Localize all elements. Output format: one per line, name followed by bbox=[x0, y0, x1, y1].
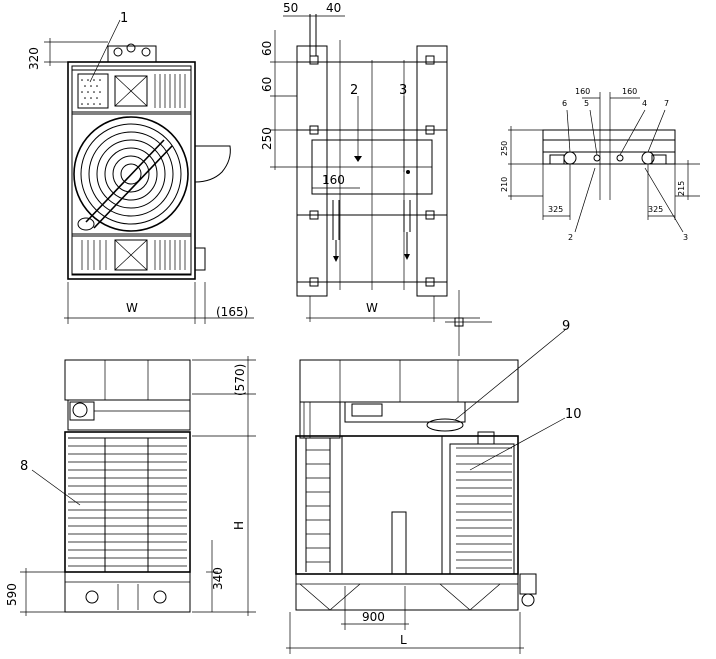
callout-10: 10 bbox=[565, 407, 582, 422]
detail-callout-3: 3 bbox=[683, 233, 688, 242]
front-dim-340: 340 bbox=[211, 567, 225, 590]
detail-callout-2: 2 bbox=[568, 233, 573, 242]
side-dim-900: 900 bbox=[362, 610, 385, 624]
plan-dim-50: 50 bbox=[283, 1, 298, 15]
dotted-fill-top bbox=[81, 79, 101, 105]
detail-dim-325a: 325 bbox=[548, 205, 563, 214]
plan-dim-60a: 60 bbox=[260, 41, 274, 56]
ladder bbox=[305, 438, 331, 572]
detail-callout-6: 6 bbox=[562, 99, 567, 108]
detail-callout-4: 4 bbox=[642, 99, 647, 108]
top-view-dim-320: 320 bbox=[27, 47, 41, 70]
detail-dim-325b: 325 bbox=[648, 205, 663, 214]
coil-bank bbox=[456, 447, 512, 569]
front-dim-590: 590 bbox=[5, 583, 19, 606]
detail-dim-215: 215 bbox=[677, 181, 686, 196]
front-fill-slats bbox=[68, 438, 187, 572]
top-view-dim-w: W bbox=[126, 301, 138, 315]
detail-callout-5: 5 bbox=[584, 99, 589, 108]
plan-dim-250: 250 bbox=[260, 127, 274, 150]
callout-1: 1 bbox=[120, 11, 128, 26]
plan-dim-w: W bbox=[366, 301, 378, 315]
front-dim-h: H bbox=[232, 521, 246, 530]
top-view-dim-165: (165) bbox=[216, 305, 248, 319]
side-dim-l: L bbox=[400, 633, 407, 647]
plan-dim-160: 160 bbox=[322, 173, 345, 187]
detail-dim-210: 210 bbox=[500, 177, 509, 192]
plan-view: 50 40 60 60 250 160 2 3 W bbox=[260, 1, 492, 356]
detail-dim-250: 250 bbox=[500, 141, 509, 156]
side-view: 900 L 9 10 bbox=[286, 319, 582, 654]
detail-dim-160a: 160 bbox=[575, 87, 590, 96]
detail-callout-7: 7 bbox=[664, 99, 669, 108]
top-view: 320 W (165) 1 bbox=[27, 11, 254, 324]
front-dim-570: (570) bbox=[233, 364, 247, 396]
detail-view: 160 160 250 210 215 325 325 6 5 4 7 2 bbox=[500, 87, 700, 242]
callout-8: 8 bbox=[20, 459, 28, 474]
plan-dim-40: 40 bbox=[326, 1, 341, 15]
plan-callout-3: 3 bbox=[399, 83, 407, 98]
top-louver-slats bbox=[154, 74, 186, 108]
callout-9: 9 bbox=[562, 319, 570, 334]
bottom-louver-slats bbox=[81, 240, 186, 270]
detail-dim-160b: 160 bbox=[622, 87, 637, 96]
plan-callout-2: 2 bbox=[350, 83, 358, 98]
plan-dim-60b: 60 bbox=[260, 77, 274, 92]
front-view: (570) H 340 590 8 bbox=[5, 356, 256, 616]
